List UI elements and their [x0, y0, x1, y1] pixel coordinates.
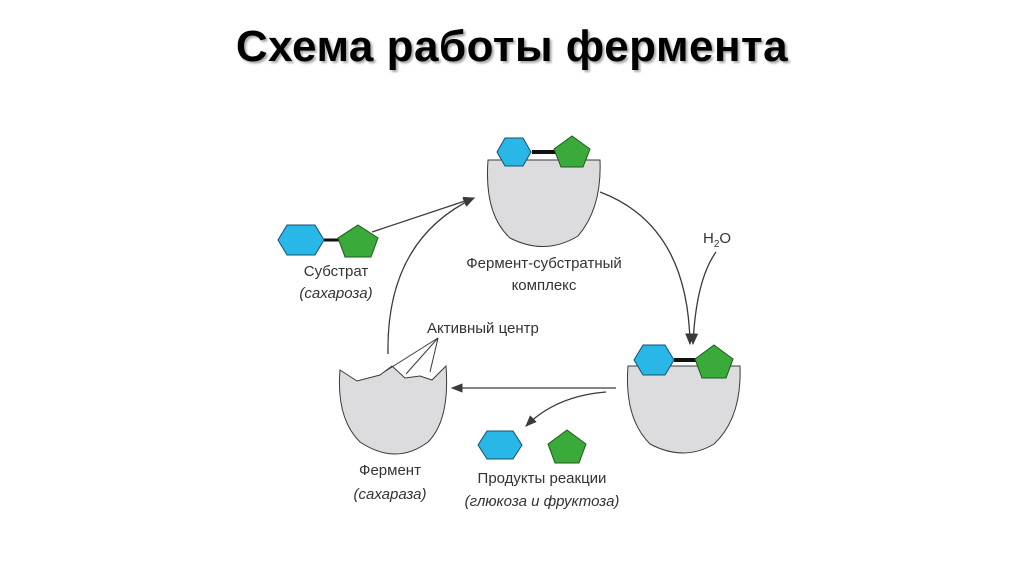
slide-title: Схема работы фермента — [235, 22, 789, 71]
substrate-molecule — [277, 224, 379, 258]
splitting-fructose-pentagon — [694, 344, 734, 379]
complex-enzyme-body — [487, 159, 601, 247]
arrow-substrate-to-complex — [371, 196, 476, 233]
complex-label-line2: комплекс — [512, 277, 577, 294]
reaction-products — [477, 429, 587, 464]
enzyme-example-label: (сахараза) — [353, 486, 426, 503]
free-enzyme-body — [338, 364, 448, 455]
arrow-complex-to-split — [599, 191, 695, 346]
arrow-water-in — [688, 251, 717, 346]
active-site-label: Активный центр — [427, 320, 539, 337]
product-glucose-hexagon — [477, 430, 523, 460]
substrate-label: Субстрат — [304, 263, 369, 280]
arrow-enzyme-to-complex — [387, 197, 476, 355]
splitting-glucose-hexagon — [633, 344, 675, 376]
products-example-label: (глюкоза и фруктоза) — [465, 493, 620, 510]
reaction-arrows — [371, 191, 717, 427]
active-site-pointers — [383, 337, 439, 375]
arrow-release-products — [525, 391, 607, 427]
substrate-fructose-pentagon — [337, 224, 379, 258]
splitting-enzyme-body — [627, 365, 741, 454]
water-label: H2O — [703, 230, 731, 250]
free-enzyme — [338, 364, 448, 455]
enzyme-substrate-complex — [487, 135, 601, 247]
enzyme-splitting-complex — [627, 344, 741, 454]
substrate-example-label: (сахароза) — [299, 285, 372, 302]
complex-glucose-hexagon — [496, 137, 532, 167]
complex-fructose-pentagon — [553, 135, 591, 168]
products-label: Продукты реакции — [478, 470, 607, 487]
product-fructose-pentagon — [547, 429, 587, 464]
enzyme-label: Фермент — [359, 462, 421, 479]
substrate-glucose-hexagon — [277, 224, 325, 256]
complex-label-line1: Фермент-субстратный — [466, 255, 622, 272]
